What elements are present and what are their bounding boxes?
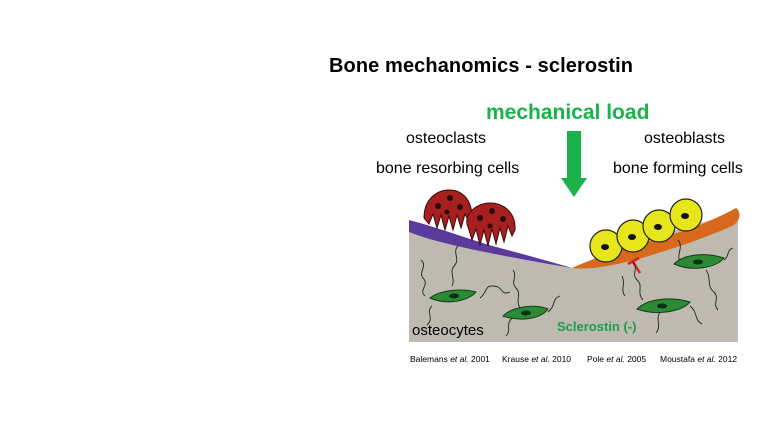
bone-resorbing-cells-label: bone resorbing cells (376, 160, 520, 177)
osteocytes-label: osteocytes (412, 322, 484, 339)
reference-4: Moustafa et al. 2012 (660, 354, 738, 364)
osteocyte-cell (673, 254, 725, 269)
osteocyte-cell (502, 305, 549, 320)
sclerostin-label: Sclerostin (-) (557, 319, 636, 334)
slide-title: Bone mechanomics - sclerostin (329, 55, 634, 77)
osteoclast-cell (423, 189, 473, 232)
osteoclasts-label: osteoclasts (406, 130, 487, 147)
osteocyte-cell (636, 298, 691, 313)
reference-1: Balemans et al. 2001 (410, 354, 490, 364)
osteocyte-cell (429, 289, 477, 303)
osteoclast-cell (466, 202, 516, 247)
osteoblast-cell (589, 229, 623, 263)
osteoblasts-label: osteoblasts (644, 130, 725, 147)
resorption-layer (409, 220, 572, 268)
osteoblast-cell (669, 198, 703, 232)
bone-forming-cells-label: bone forming cells (613, 160, 743, 177)
osteoblast-cell (642, 209, 676, 243)
osteocyte-processes (420, 239, 734, 337)
reference-2: Krause et al. 2010 (502, 354, 572, 364)
load-arrow-icon (561, 131, 587, 197)
mechanical-load-label: mechanical load (486, 101, 650, 124)
reference-3: Pole et al. 2005 (587, 354, 647, 364)
